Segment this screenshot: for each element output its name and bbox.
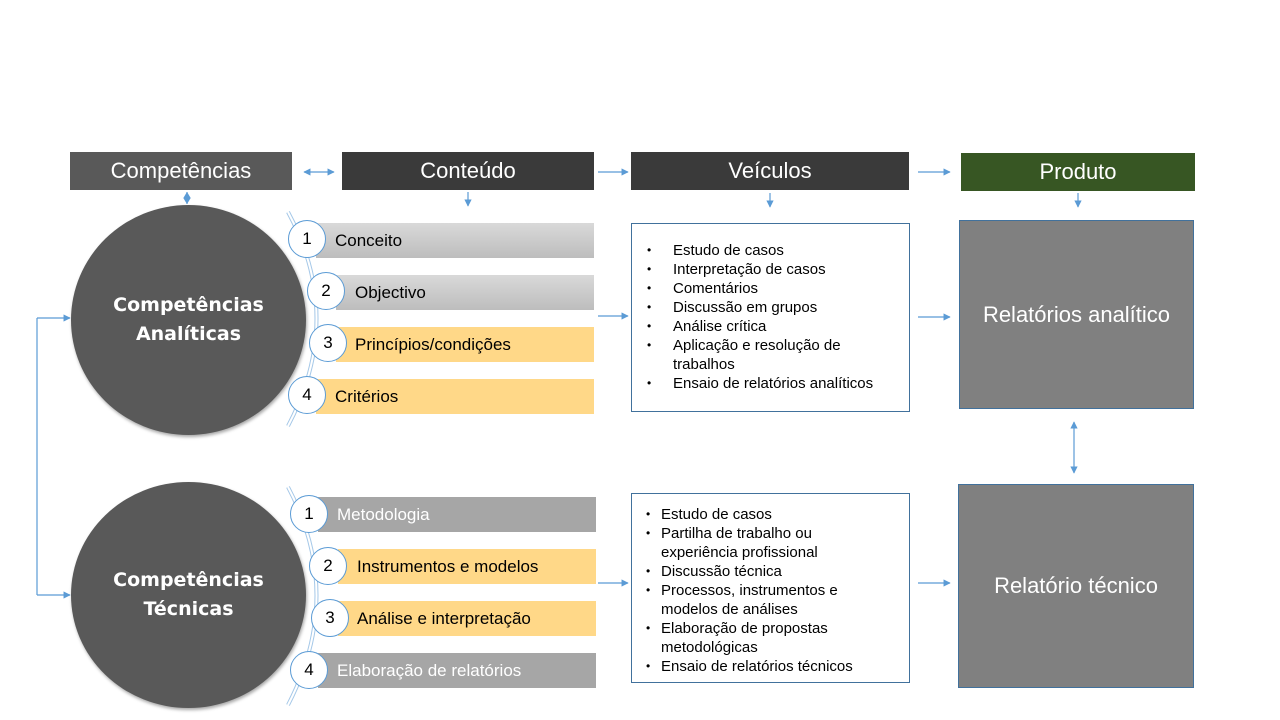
header-conteudo: Conteúdo: [342, 152, 594, 190]
bar-metodologia: Metodologia: [318, 497, 596, 532]
bar-objectivo: Objectivo: [336, 275, 594, 310]
bar-instrumentos-label: Instrumentos e modelos: [357, 556, 539, 576]
bar-elaboracao: Elaboração de relatórios: [318, 653, 596, 688]
circle-competencias-tecnicas: Competências Técnicas: [71, 482, 306, 708]
number-badge-a3: 3: [309, 324, 347, 362]
header-produto: Produto: [961, 153, 1195, 191]
bar-instrumentos: Instrumentos e modelos: [338, 549, 596, 584]
circle-tecnicas-line1: Competências: [113, 569, 264, 591]
circle-analiticas-line1: Competências: [113, 294, 264, 316]
veiculos-box-tecnicas: Estudo de casos Partilha de trabalho ou …: [631, 493, 910, 683]
list-item: Estudo de casos: [647, 241, 901, 260]
number-badge-t3: 3: [311, 599, 349, 637]
list-item: Estudo de casos: [646, 505, 869, 524]
produto-relatorios-analitico: Relatórios analítico: [959, 220, 1194, 409]
circle-analiticas-line2: Analíticas: [135, 323, 242, 345]
bar-criterios-label: Critérios: [335, 386, 399, 406]
number-badge-t2: 2: [309, 547, 347, 585]
veiculos-list-analiticas: Estudo de casos Interpretação de casos C…: [647, 241, 901, 393]
list-item: Análise crítica: [647, 317, 901, 336]
list-item: Partilha de trabalho ou experiência prof…: [646, 524, 869, 562]
number-badge-t1: 1: [290, 495, 328, 533]
list-item: Discussão em grupos: [647, 298, 901, 317]
bar-conceito-label: Conceito: [335, 230, 403, 250]
bar-principios: Princípios/condições: [336, 327, 594, 362]
list-item: Comentários: [647, 279, 901, 298]
produto-relatorio-tecnico: Relatório técnico: [958, 484, 1194, 688]
bar-criterios: Critérios: [316, 379, 594, 414]
circle-competencias-analiticas: Competências Analíticas: [71, 205, 306, 435]
number-badge-a2: 2: [307, 272, 345, 310]
number-badge-a1: 1: [288, 220, 326, 258]
circle-tecnicas-line2: Técnicas: [143, 598, 234, 620]
veiculos-list-tecnicas: Estudo de casos Partilha de trabalho ou …: [646, 505, 869, 676]
list-item: Discussão técnica: [646, 562, 869, 581]
bar-principios-label: Princípios/condições: [355, 334, 511, 354]
bar-elaboracao-label: Elaboração de relatórios: [337, 660, 522, 680]
number-badge-t4: 4: [290, 651, 328, 689]
bar-objectivo-label: Objectivo: [355, 282, 426, 302]
list-item: Interpretação de casos: [647, 260, 901, 279]
header-competencias: Competências: [70, 152, 292, 190]
list-item: Ensaio de relatórios técnicos: [646, 657, 869, 676]
list-item: Ensaio de relatórios analíticos: [647, 374, 901, 393]
list-item: Processos, instrumentos e modelos de aná…: [646, 581, 869, 619]
list-item: Elaboração de propostas metodológicas: [646, 619, 869, 657]
bar-analise: Análise e interpretação: [338, 601, 596, 636]
bar-metodologia-label: Metodologia: [337, 504, 430, 524]
header-veiculos: Veículos: [631, 152, 909, 190]
veiculos-box-analiticas: Estudo de casos Interpretação de casos C…: [631, 223, 910, 412]
bar-conceito: Conceito: [316, 223, 594, 258]
number-badge-a4: 4: [288, 376, 326, 414]
list-item: Aplicação e resolução de trabalhos: [647, 336, 901, 374]
bar-analise-label: Análise e interpretação: [357, 608, 531, 628]
